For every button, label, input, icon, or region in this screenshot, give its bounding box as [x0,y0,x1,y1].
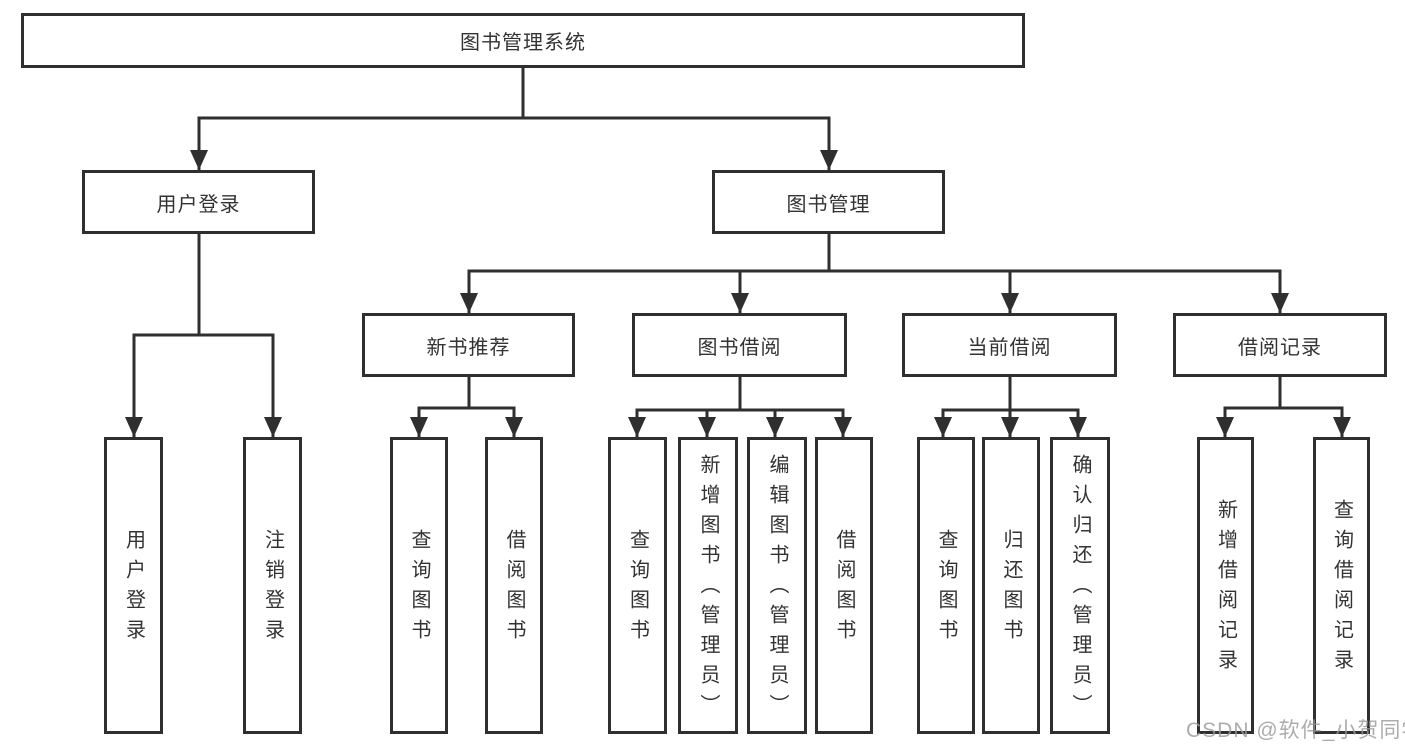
leaf-logout: 注销登录 [243,437,302,734]
node-borrowing-records: 借阅记录 [1173,313,1387,377]
node-book-borrowing: 图书借阅 [632,313,847,377]
node-new-book-recommendation: 新书推荐 [362,313,575,377]
leaf-edit-books-admin: 编辑图书（管理员） [747,437,807,734]
leaf-query-books-borrow: 查询图书 [608,437,667,734]
leaf-borrow-books: 借阅图书 [815,437,873,734]
node-user-login: 用户登录 [82,170,315,234]
csdn-watermark: CSDN @软件_小贺同学 [1186,719,1405,742]
node-current-borrowing: 当前借阅 [902,313,1117,377]
leaf-user-login: 用户登录 [104,437,163,734]
node-book-management: 图书管理 [712,170,945,234]
leaf-confirm-return-admin: 确认归还（管理员） [1050,437,1110,734]
node-library-management-system: 图书管理系统 [21,13,1025,68]
leaf-borrow-books-recommend: 借阅图书 [485,437,543,734]
leaf-query-books-recommend: 查询图书 [390,437,448,734]
leaf-add-borrow-record: 新增借阅记录 [1197,437,1254,734]
leaf-return-books: 归还图书 [982,437,1040,734]
leaf-query-borrow-record: 查询借阅记录 [1313,437,1370,734]
leaf-query-books-current: 查询图书 [917,437,975,734]
leaf-add-books-admin: 新增图书（管理员） [678,437,738,734]
